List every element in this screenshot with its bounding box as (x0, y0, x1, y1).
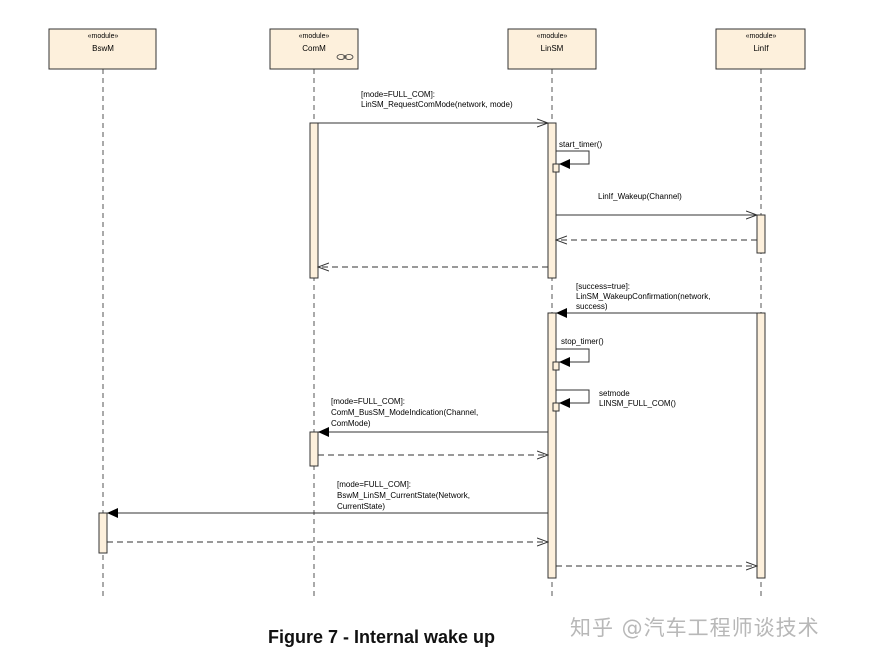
activation-linsm-start-timer (552, 163, 560, 173)
link-icon (336, 54, 354, 60)
module-stereotype: «module» (537, 33, 568, 40)
activation-bswm (98, 512, 108, 554)
activation-linif-2 (756, 312, 766, 579)
figure-caption: Figure 7 - Internal wake up (268, 627, 496, 647)
message-label-line: LINSM_FULL_COM() (599, 399, 676, 408)
activation-comm-2 (309, 431, 319, 467)
module-stereotype: «module» (88, 33, 119, 40)
message-request-com-mode: [mode=FULL_COM]: LinSM_RequestComMode(ne… (318, 90, 548, 123)
activations (98, 122, 766, 579)
watermark: 知乎 @汽车工程师谈技术 (570, 616, 820, 640)
message-stop-timer: stop_timer() (556, 337, 604, 367)
message-label-line: [success=true]: (576, 282, 630, 291)
message-setmode: setmode LINSM_FULL_COM() (556, 389, 676, 408)
message-label-line: LinSM_RequestComMode(network, mode) (361, 100, 513, 109)
activation-comm-1 (309, 122, 319, 279)
message-label-line: stop_timer() (561, 337, 604, 346)
message-label-line: ComM_BusSM_ModeIndication(Channel, (331, 408, 478, 417)
message-linif-wakeup: LinIf_Wakeup(Channel) (556, 192, 757, 215)
message-label-line: [mode=FULL_COM]: (361, 90, 435, 99)
module-comm: «module» ComM (269, 28, 359, 70)
message-label-line: [mode=FULL_COM]: (337, 480, 411, 489)
lifelines (102, 69, 762, 600)
module-name: LinSM (541, 44, 564, 53)
message-label-line: success) (576, 302, 608, 311)
module-bswm: «module» BswM (48, 28, 157, 70)
message-label-line: setmode (599, 389, 630, 398)
module-name: ComM (302, 44, 326, 53)
activation-linsm-stop-timer (552, 361, 560, 371)
module-name: BswM (92, 44, 114, 53)
message-label-line: [mode=FULL_COM]: (331, 397, 405, 406)
message-label-line: start_timer() (559, 140, 602, 149)
module-linsm: «module» LinSM (507, 28, 597, 70)
message-wakeup-confirmation: [success=true]: LinSM_WakeupConfirmation… (556, 282, 757, 318)
activation-linsm-setmode (552, 402, 560, 412)
message-label-line: BswM_LinSM_CurrentState(Network, (337, 491, 470, 500)
message-bswm-current-state: [mode=FULL_COM]: BswM_LinSM_CurrentState… (107, 480, 548, 518)
message-start-timer: start_timer() (556, 140, 602, 169)
message-label-line: CurrentState) (337, 502, 385, 511)
module-stereotype: «module» (746, 33, 777, 40)
message-label-line: LinIf_Wakeup(Channel) (598, 192, 682, 201)
module-linif: «module» LinIf (715, 28, 806, 70)
message-comm-indication: [mode=FULL_COM]: ComM_BusSM_ModeIndicati… (318, 397, 548, 437)
module-stereotype: «module» (299, 33, 330, 40)
activation-linif-1 (756, 214, 766, 254)
module-name: LinIf (753, 44, 769, 53)
message-label-line: ComMode) (331, 419, 371, 428)
activation-linsm-1 (547, 122, 557, 279)
message-label-line: LinSM_WakeupConfirmation(network, (576, 292, 710, 301)
activation-linsm-2 (547, 312, 557, 579)
